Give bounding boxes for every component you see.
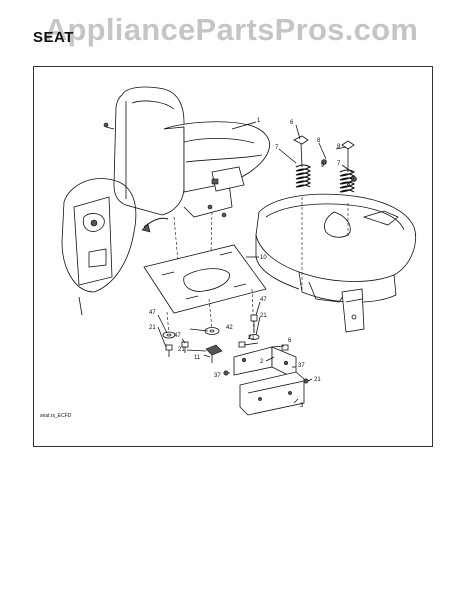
page-title: SEAT (33, 29, 74, 46)
mower-frame-outline (255, 193, 416, 303)
callout-8b: 8 (337, 144, 341, 150)
spring-assembly-left (293, 135, 312, 292)
callout-21c: 21 (178, 347, 185, 353)
callout-37a: 37 (298, 363, 305, 369)
diagram-frame: 1 6 7 8 8 9 7 9 10 47 21 47 21 42 47 21 … (33, 66, 433, 447)
leader-lines (157, 121, 355, 404)
callout-47a: 47 (260, 297, 267, 303)
callout-21d: 21 (248, 335, 255, 341)
washer-left (162, 331, 176, 339)
detail-inset (61, 178, 169, 316)
callout-42: 42 (226, 325, 233, 331)
callout-21b: 21 (149, 325, 156, 331)
callout-21e: 21 (314, 377, 321, 383)
callout-47b: 47 (149, 310, 156, 316)
spring-assembly-right (321, 140, 357, 237)
seat-plate (143, 244, 267, 314)
callout-11: 11 (194, 355, 201, 361)
callout-47c: 47 (174, 333, 181, 339)
exploded-parts-diagram: 1 6 7 8 8 9 7 9 10 47 21 47 21 42 47 21 … (40, 86, 416, 419)
callout-10: 10 (260, 255, 267, 261)
callout-7b: 7 (337, 161, 341, 167)
callout-9a: 9 (321, 163, 325, 169)
callout-8a: 8 (317, 138, 321, 144)
bolt-center (181, 341, 189, 353)
knob-11 (205, 344, 223, 363)
washer-right (248, 314, 260, 340)
callout-6: 6 (290, 120, 294, 126)
callout-2: 2 (260, 359, 264, 365)
bolt-left (165, 344, 173, 357)
figure-code: seat.rs_ECFD (40, 413, 72, 419)
callout-3: 3 (300, 403, 304, 409)
mounting-bracket (223, 341, 309, 384)
rail-bracket (239, 371, 305, 416)
callout-7a: 7 (275, 145, 279, 151)
seat (103, 86, 271, 218)
callout-6b: 6 (288, 338, 292, 344)
frame-bracket (308, 281, 365, 333)
callout-21a: 21 (260, 313, 267, 319)
callout-37b: 37 (214, 373, 221, 379)
callout-9b: 9 (347, 183, 351, 189)
callout-1: 1 (257, 118, 261, 124)
